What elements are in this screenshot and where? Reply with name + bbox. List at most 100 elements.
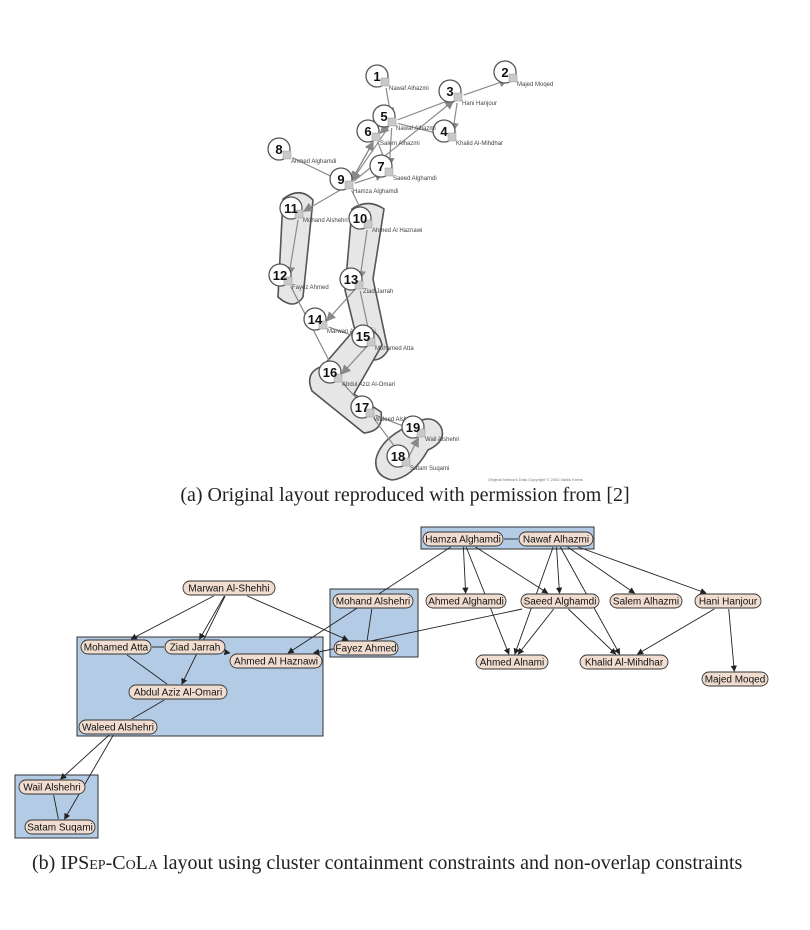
node-label: Ziad Jarrah [170,643,221,654]
node-label: Mohamed Atta [84,643,149,654]
node-box [425,593,507,609]
edge-atta-omari [126,654,168,685]
node-label: Nawaf Alhazmi [396,126,436,132]
node-label: Ahmed Alghamdi [291,159,336,165]
node-square [508,73,518,83]
node-label: Mohand Alshehri [336,597,411,608]
node-box [422,531,504,547]
node-box [609,593,683,609]
node-box [164,639,226,655]
node-number: 1 [373,69,380,84]
node-number: 19 [406,420,420,435]
node-label: Marwan Al-Shehhi [188,584,269,595]
node-number: 2 [501,65,508,80]
edge-ziad-haznawi [223,648,231,656]
node-marwan: Marwan Al-Shehhi [182,580,276,596]
node-label: Waleed Alshehri [374,417,417,423]
node-label: Waleed Alshehri [82,723,154,734]
node-box [694,593,762,609]
node-number: 3 [446,84,453,99]
node-number: 13 [344,272,358,287]
caption-b-prefix: (b) [32,852,61,874]
node-alnami: Ahmed Alnami [475,654,549,670]
edge-hamza-ahmedg [462,546,469,594]
edge-waleed-wail [60,734,110,780]
edge-marwan-fayez [247,595,349,641]
node-hani: Hani Hanjour [694,593,762,609]
node-label: Saeed Alghamdi [524,597,597,608]
node-box [332,593,414,609]
node-number: 10 [353,211,367,226]
node-number: 15 [356,329,370,344]
node-omari: Abdul Aziz Al-Omari [128,684,228,700]
node-box [520,593,600,609]
node-square [344,180,354,190]
edge-hani-khalid [636,608,715,655]
node-box [80,639,152,655]
node-label: Hamza Alghamdi [425,535,501,546]
edge-marwan-ziad [199,595,225,640]
node-label: Nawaf Alhazmi [523,535,589,546]
node-waleed: Waleed Alshehri [78,719,158,735]
node-label: Ahmed Al Haznawi [372,228,422,234]
node-label: Hani Hanjour [699,597,758,608]
node-label: Ahmed Alnami [480,658,544,669]
node-ahmedg: Ahmed Alghamdi [425,593,507,609]
node-label: Salem Alhazmi [613,597,679,608]
edge-10-13 [356,229,368,281]
edge-18-19 [408,437,419,457]
node-number: 16 [323,365,337,380]
node-label: Ahmed Al Haznawi [234,657,318,668]
node-number: 18 [391,449,405,464]
edge-5-3 [397,97,454,121]
edge-11-12 [285,219,299,277]
node-square [384,167,394,177]
node-box [78,719,158,735]
cluster-boxes [14,526,595,839]
node-majed: Majed Moqed [701,671,769,687]
node-box [701,671,769,687]
node-salem: Salem Alhazmi [609,593,683,609]
node-label: Fayez Ahmed [335,644,396,655]
node-box [579,654,669,670]
node-label: Khalid Al-Mihdhar [585,658,664,669]
node-square [363,219,373,229]
node-label: Abdul Aziz Al-Omari [342,382,395,388]
node-hamza: Hamza Alghamdi [422,531,504,547]
caption-b-text: layout using cluster containment constra… [158,852,743,874]
node-label: Khalid Al-Mihdhar [456,141,503,147]
node-label: Mohamed Atta [375,346,414,352]
node-ziad: Ziad Jarrah [164,639,226,655]
edge-hani-majed [728,608,737,672]
node-label: Satam Suqami [410,466,449,472]
edge-nawaf-hani [578,546,707,595]
node-square [380,77,390,87]
node-label: Hamza Alghamdi [353,189,398,195]
node-nawaf: Nawaf Alhazmi [518,531,594,547]
edge-13-14 [326,289,356,322]
node-square [366,337,376,347]
node-number: 4 [440,124,448,139]
node-box [18,779,86,795]
node-number: 14 [308,312,323,327]
edge-nawaf-saeed [555,546,563,594]
edge-mohand-fayez [366,608,373,641]
edge-9-6 [351,141,374,181]
node-fayez: Fayez Ahmed [333,640,399,656]
node-number: 6 [364,124,371,139]
node-khalid: Khalid Al-Mihdhar [579,654,669,670]
